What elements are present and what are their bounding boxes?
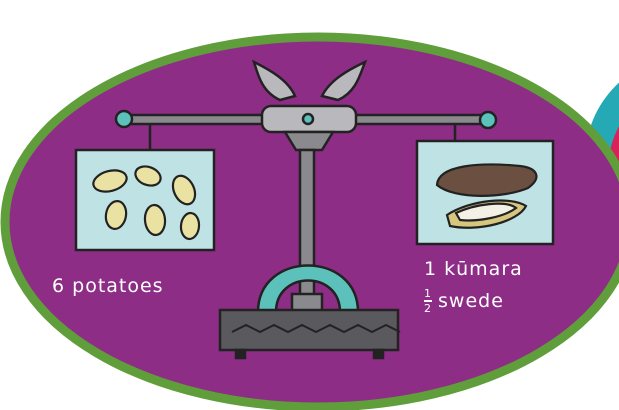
right-pan-label-swede: 1 2 swede — [424, 288, 504, 314]
fraction-denominator: 2 — [424, 303, 432, 314]
half-fraction: 1 2 — [424, 288, 432, 314]
right-pan-label-kumara: 1 kūmara — [424, 258, 523, 280]
right-panel — [417, 141, 553, 244]
left-panel — [76, 150, 214, 250]
fraction-numerator: 1 — [424, 288, 432, 299]
left-pan-label: 6 potatoes — [52, 275, 164, 297]
kumara-icon — [437, 164, 536, 195]
swede-text: swede — [438, 290, 504, 312]
